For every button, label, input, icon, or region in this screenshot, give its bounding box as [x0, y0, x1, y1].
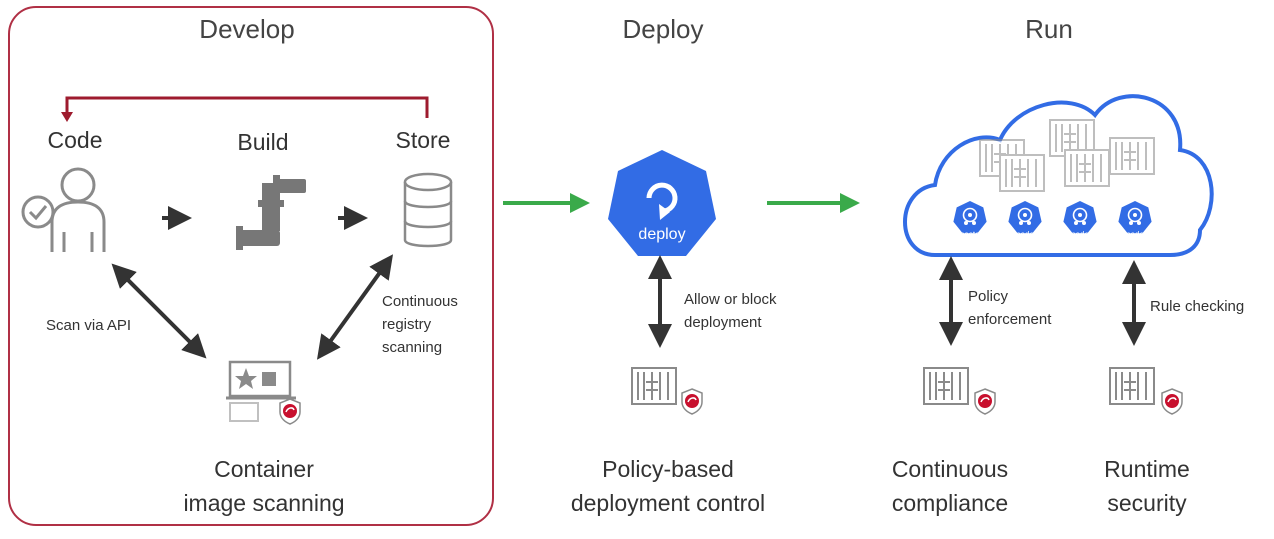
image-scan-icon: [226, 360, 301, 425]
runtime-container-icon: [1109, 367, 1183, 415]
arrow-store-scan: [316, 254, 394, 360]
step-label-code: Code: [47, 127, 103, 153]
label-rule-checking: Rule checking: [1150, 298, 1245, 315]
label-scan-via-api: Scan via API: [46, 317, 132, 334]
caption-runtime-security: Runtime security: [1104, 456, 1190, 516]
stage-title-deploy: Deploy: [622, 14, 704, 44]
deploy-icon: [608, 150, 716, 256]
container-shield-icon: [631, 367, 703, 415]
node-label-1: node: [1016, 230, 1034, 239]
step-label-store: Store: [395, 127, 451, 153]
deploy-icon-label: deploy: [638, 226, 686, 243]
pipe-icon: [236, 175, 306, 250]
database-icon: [403, 172, 453, 248]
stage-title-run: Run: [1025, 14, 1073, 44]
node-label-3: node: [1126, 230, 1144, 239]
compliance-container-icon: [923, 367, 996, 415]
develop-frame: [8, 6, 494, 526]
label-policy-enforcement: Policy enforcement: [968, 288, 1052, 328]
node-label-2: node: [1071, 230, 1089, 239]
stage-title-develop: Develop: [199, 14, 295, 44]
caption-compliance: Continuous compliance: [891, 456, 1009, 516]
user-check-icon: [21, 167, 106, 252]
arrow-code-scan: [111, 263, 207, 359]
label-registry-scanning: Continuous registry scanning: [382, 293, 458, 356]
label-allow-block: Allow or block deployment: [684, 291, 777, 331]
caption-deployment-control: Policy-based deployment control: [570, 456, 766, 516]
feedback-arrow: [61, 96, 429, 122]
step-label-build: Build: [237, 129, 289, 155]
node-label-master: master: [957, 230, 983, 239]
caption-image-scanning: Container image scanning: [183, 456, 345, 516]
